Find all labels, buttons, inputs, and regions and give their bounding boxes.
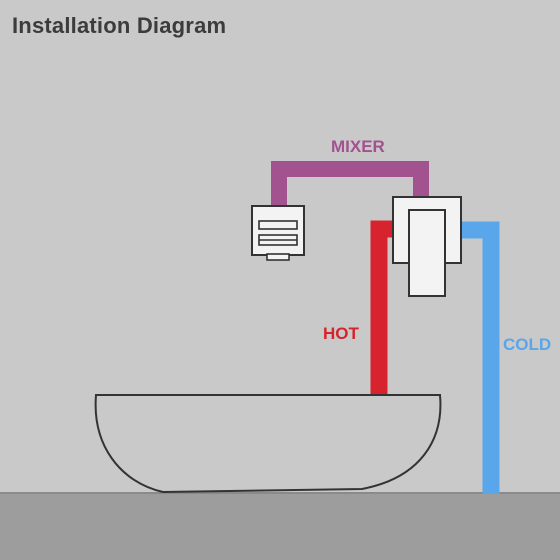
hot-label: HOT [323,324,360,343]
cold-label: COLD [503,335,551,354]
wall-mixer-icon [251,205,305,261]
cold-pipe [460,221,500,494]
floor [0,493,560,560]
hot-pipe [370,220,396,394]
basin-icon [94,394,442,494]
mixer-label: MIXER [331,137,385,156]
faucet-icon [392,196,462,297]
mixer-pipe [271,161,429,207]
page-title: Installation Diagram [12,13,227,38]
